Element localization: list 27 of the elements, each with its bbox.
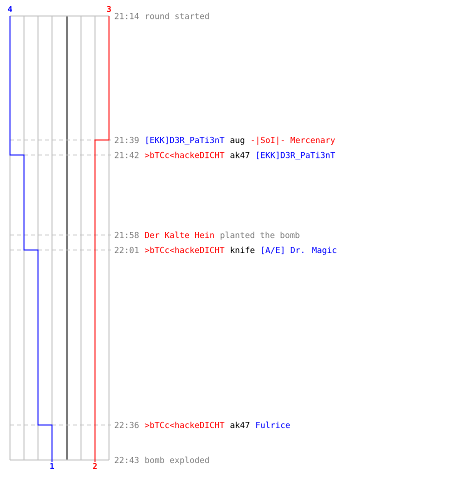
timestamp: 21:42 <box>114 152 138 158</box>
weapon-name: aug <box>230 138 244 145</box>
timestamp: 21:14 <box>114 12 139 20</box>
player-name: [EKK]D3R_PaTi3nT <box>146 136 224 145</box>
weapon-name: ak47 <box>230 422 250 428</box>
player-name: >bTCc<hackeDICHT <box>144 152 224 158</box>
weapon-name: knife <box>230 246 254 254</box>
player-name: [EKK]D3R_PaTi3nT <box>257 152 336 160</box>
player-name: Der Kalte Hein <box>145 232 214 238</box>
timestamp: 21:58 <box>114 232 139 238</box>
player-name: Fulrice <box>256 422 290 428</box>
player-count: 4 <box>8 6 12 12</box>
player-count: 2 <box>93 463 97 469</box>
weapon-name: ak47 <box>230 152 250 158</box>
event-text: bomb exploded <box>145 456 209 465</box>
player-count: 3 <box>107 6 111 12</box>
timestamp: 22:01 <box>114 246 139 254</box>
player-name: >bTCc<hackeDICHT <box>144 246 224 254</box>
player-name: >bTCc<hackeDICHT <box>144 422 224 428</box>
player-name: [A/E] Dr. Magic <box>262 246 336 255</box>
timestamp: 22:36 <box>114 422 139 428</box>
timestamp: 22:43 <box>114 456 139 464</box>
timestamp: 21:39 <box>114 136 139 144</box>
player-name: -|SoI|- Mercenary <box>252 136 335 145</box>
event-text: planted the bomb <box>220 232 300 240</box>
event-text: round started <box>146 12 209 20</box>
player-count: 1 <box>50 463 54 469</box>
